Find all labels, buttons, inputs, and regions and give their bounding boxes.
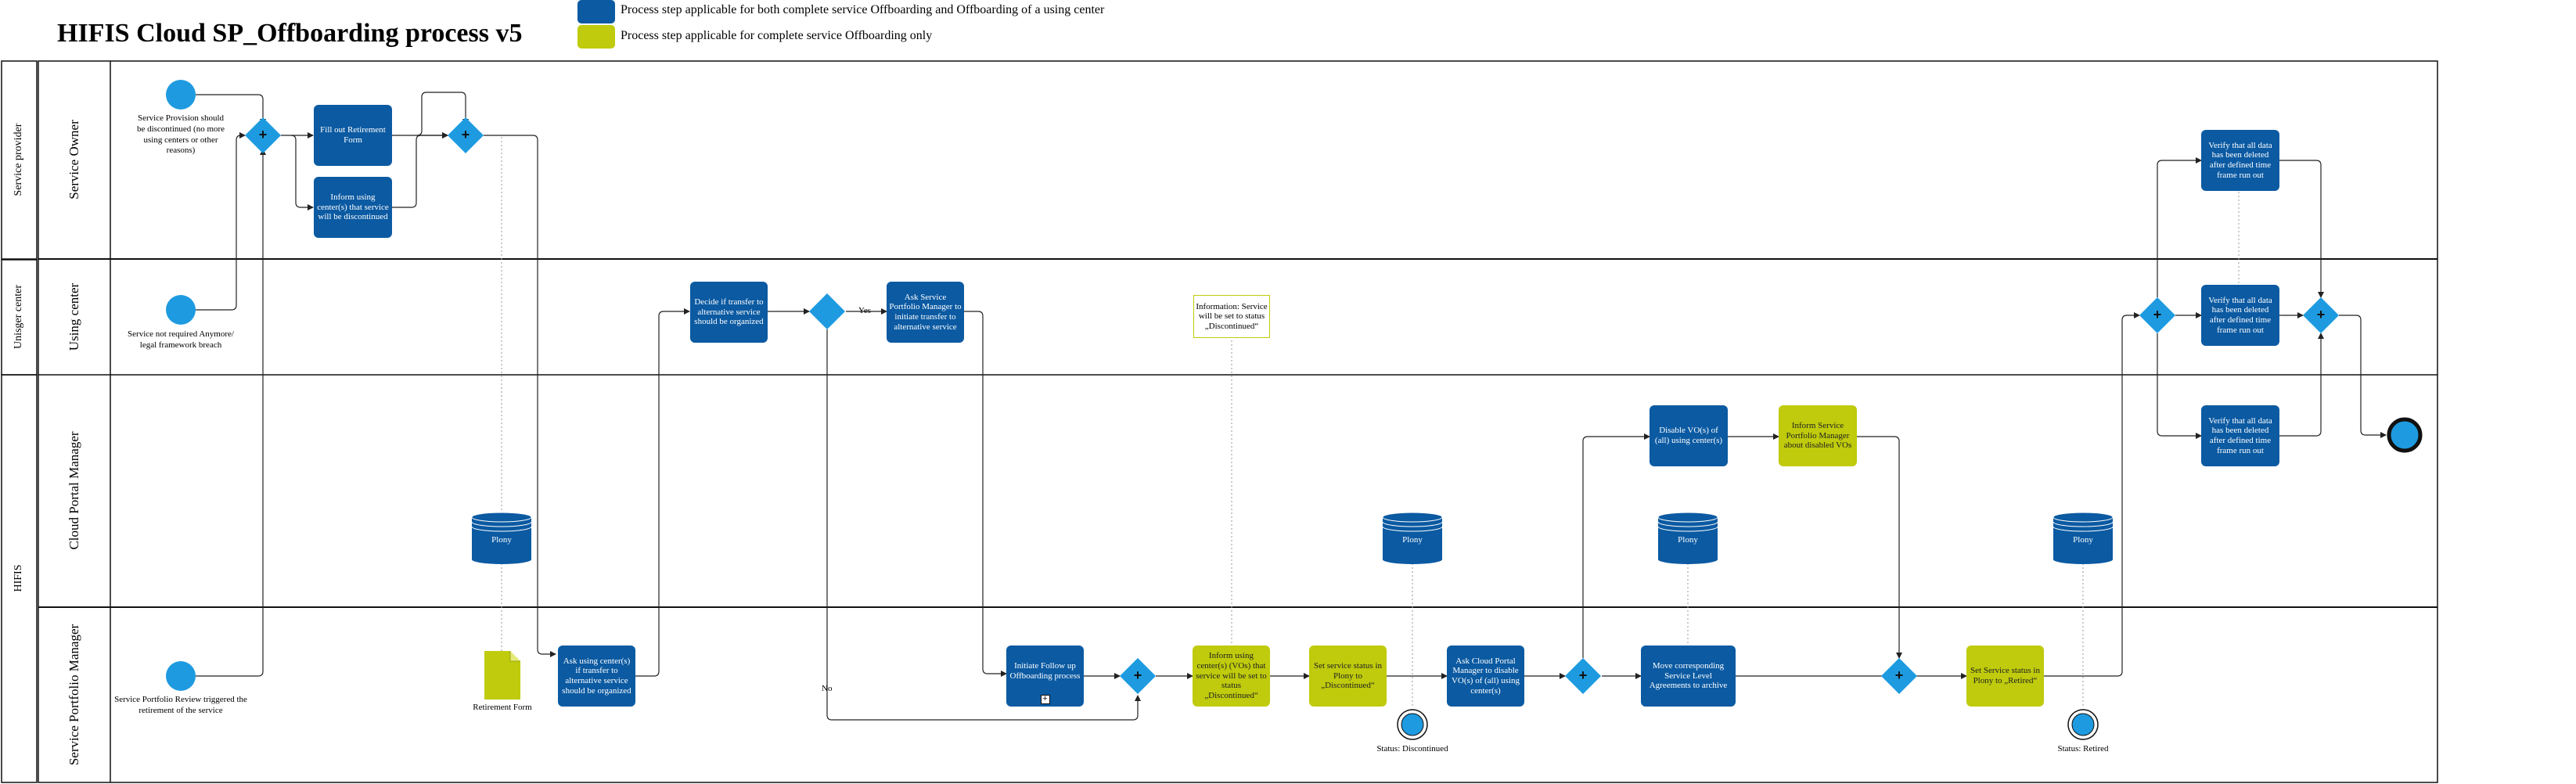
datastore-plony-4-label: Plony	[2073, 535, 2093, 545]
datastore-plony-2	[1382, 512, 1443, 564]
gateways	[245, 117, 2339, 694]
lane-label-service-portfolio-manager: Service Portfolio Manager	[67, 624, 81, 766]
task-ask-using-centers-transfer[interactable]: Ask using center(s) if transfer to alter…	[558, 646, 635, 707]
task-set-plony-retired[interactable]: Set Service status in Plony to „Retired“	[1966, 646, 2044, 707]
task-disable-vos[interactable]: Disable VO(s) of (all) using center(s)	[1650, 405, 1728, 466]
task-ask-cpm-disable-vos[interactable]: Ask Cloud Portal Manager to disable VO(s…	[1447, 646, 1524, 707]
pool-label-using-center: Unisger center	[13, 284, 24, 350]
lane-label-using-center: Using center	[67, 282, 81, 351]
gateway-plus-marker: +	[1578, 667, 1588, 684]
datastores	[471, 512, 2114, 564]
task-inform-using-center[interactable]: Inform using center(s) that service will…	[314, 177, 392, 238]
datastore-plony-3	[1657, 512, 1718, 564]
task-inform-spm-disabled-vos[interactable]: Inform Service Portfolio Manager about d…	[1779, 405, 1857, 466]
associations	[501, 137, 2240, 708]
start-event-provision-label: Service Provision should be discontinued…	[136, 113, 225, 156]
document-label: Retirement Form	[473, 703, 532, 712]
gateway-parallel-2	[448, 117, 484, 153]
task-verify-data-deleted-using[interactable]: Verify that all data has been deleted af…	[2201, 285, 2279, 346]
events	[166, 80, 2423, 740]
sequence-flows	[196, 92, 2387, 721]
datastore-plony-1-label: Plony	[491, 535, 512, 545]
pool-label-service-provider: Service provider	[13, 123, 24, 196]
subprocess-marker-icon: +	[1040, 695, 1050, 704]
annotation-discontinued: Information: Service will be set to stat…	[1193, 295, 1270, 338]
pool-label-hifis: HIFIS	[13, 564, 24, 592]
gateway-plus-marker: +	[1894, 667, 1904, 684]
start-event-not-required-label: Service not required Anymore/ legal fram…	[128, 329, 234, 350]
gateway-plus-marker: +	[2316, 307, 2326, 323]
task-ask-spm-transfer[interactable]: Ask Service Portfolio Manager to initiat…	[887, 282, 964, 343]
gateway-plus-marker: +	[461, 127, 470, 143]
legend-swatch-blue	[577, 0, 615, 23]
gateway-exclusive	[809, 293, 845, 329]
end-event-discontinued-label: Status: Discontinued	[1376, 744, 1448, 753]
gateway-plus-marker: +	[2153, 307, 2162, 323]
gateway-plus-marker: +	[1133, 667, 1142, 684]
gateway-parallel-7	[2303, 297, 2339, 333]
flow-label-yes: Yes	[858, 306, 872, 315]
gateway-parallel-3	[1120, 658, 1156, 694]
end-event-retired-label: Status: Retired	[2057, 744, 2109, 753]
start-event-review-label: Service Portfolio Review triggered the r…	[114, 695, 247, 715]
task-verify-data-deleted-cpm[interactable]: Verify that all data has been deleted af…	[2201, 405, 2279, 466]
task-set-plony-discontinued[interactable]: Set service status in Plony to „Disconti…	[1309, 646, 1387, 707]
datastore-plony-1	[471, 512, 532, 564]
datastore-plony-2-label: Plony	[1402, 535, 1423, 545]
gateway-parallel-4	[1565, 658, 1601, 694]
task-initiate-followup-label: Initiate Follow up Offboarding process	[1009, 660, 1081, 681]
task-verify-data-deleted-owner[interactable]: Verify that all data has been deleted af…	[2201, 130, 2279, 191]
legend-swatch-green	[577, 25, 615, 49]
flow-label-no: No	[822, 684, 833, 693]
task-fill-retirement-form[interactable]: Fill out Retirement Form	[314, 105, 392, 166]
task-move-sla-archive[interactable]: Move corresponding Service Level Agreeme…	[1641, 646, 1736, 707]
legend-text-blue: Process step applicable for both complet…	[621, 3, 1105, 16]
lane-label-service-owner: Service Owner	[67, 120, 81, 200]
datastore-plony-3-label: Plony	[1678, 535, 1698, 545]
start-event-provision	[166, 80, 196, 110]
task-initiate-followup-offboarding[interactable]: Initiate Follow up Offboarding process +	[1006, 646, 1084, 707]
datastore-plony-4	[2053, 512, 2114, 564]
legend-text-green: Process step applicable for complete ser…	[621, 29, 933, 42]
document-icon	[484, 651, 520, 699]
gateway-parallel-5	[1881, 658, 1917, 694]
gateway-parallel-1	[245, 117, 281, 153]
task-decide-transfer[interactable]: Decide if transfer to alternative servic…	[690, 282, 768, 343]
task-inform-vos-discontinued[interactable]: Inform using center(s) (VOs) that servic…	[1193, 646, 1270, 707]
page-title: HIFIS Cloud SP_Offboarding process v5	[57, 19, 523, 48]
start-event-not-required	[166, 295, 196, 325]
gateway-plus-marker: +	[258, 127, 268, 143]
gateway-parallel-6	[2139, 297, 2175, 333]
pool-borders	[1, 60, 2438, 783]
lane-label-cloud-portal-manager: Cloud Portal Manager	[67, 431, 81, 550]
start-event-review	[166, 661, 196, 691]
end-event-final	[2387, 417, 2423, 453]
